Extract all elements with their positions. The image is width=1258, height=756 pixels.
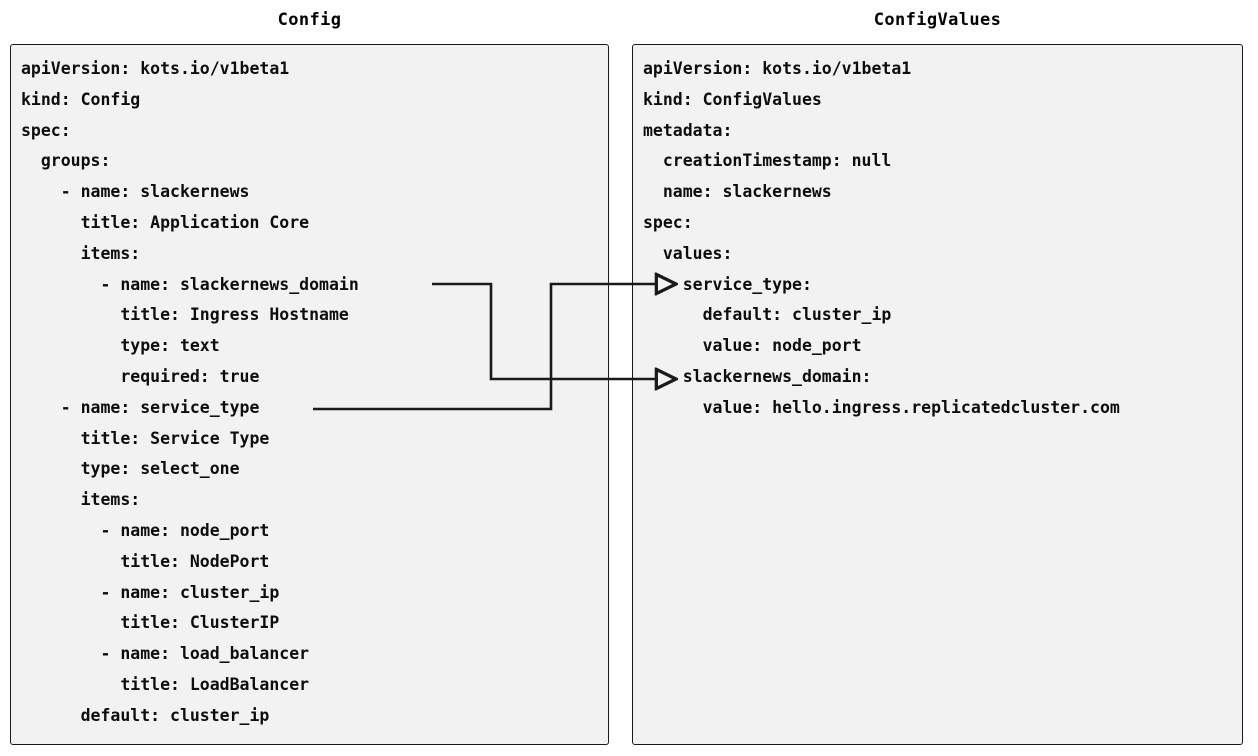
- config-panel: apiVersion: kots.io/v1beta1 kind: Config…: [10, 44, 609, 745]
- panel-title-configvalues: ConfigValues: [873, 10, 1002, 30]
- configvalues-yaml-text: apiVersion: kots.io/v1beta1 kind: Config…: [643, 59, 1120, 417]
- configvalues-panel: apiVersion: kots.io/v1beta1 kind: Config…: [632, 44, 1243, 745]
- config-yaml-text: apiVersion: kots.io/v1beta1 kind: Config…: [21, 59, 359, 725]
- panel-title-config: Config: [277, 10, 342, 30]
